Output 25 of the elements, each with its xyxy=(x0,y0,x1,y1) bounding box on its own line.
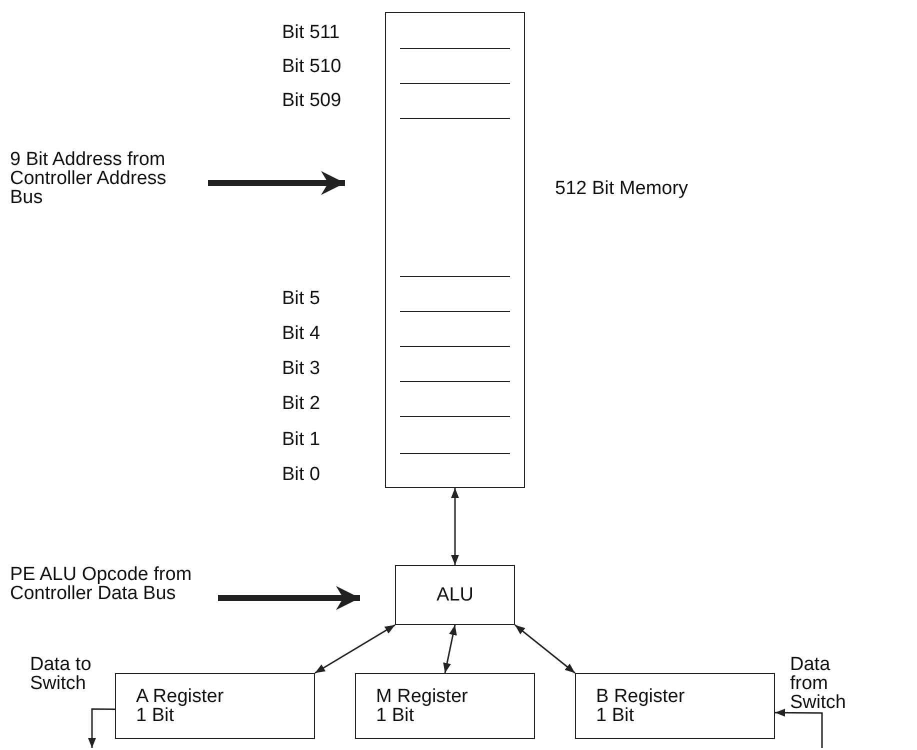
memory-block xyxy=(385,12,525,488)
alu-box: ALU xyxy=(395,565,515,625)
arrow xyxy=(443,624,457,674)
bit-label: Bit 0 xyxy=(282,464,320,486)
signal-label: 9 Bit Address from Controller Address Bus xyxy=(10,150,200,207)
bit-label: Bit 1 xyxy=(282,429,320,451)
bit-label: Bit 3 xyxy=(282,358,320,380)
arrow xyxy=(514,624,576,674)
arrow xyxy=(314,624,396,674)
arrow xyxy=(208,171,345,195)
bit-label: Bit 5 xyxy=(282,288,320,310)
register-box: M Register 1 Bit xyxy=(355,673,535,739)
bit-label: Bit 510 xyxy=(282,56,342,78)
arrow xyxy=(775,708,823,748)
bit-label: Bit 2 xyxy=(282,393,320,415)
arrow xyxy=(88,708,116,748)
register-box: A Register 1 Bit xyxy=(115,673,315,739)
bit-label: Bit 509 xyxy=(282,90,342,112)
arrow xyxy=(451,488,459,565)
memory-label: 512 Bit Memory xyxy=(555,178,688,200)
signal-label: PE ALU Opcode from Controller Data Bus xyxy=(10,565,210,603)
arrow xyxy=(218,586,360,610)
bit-label: Bit 4 xyxy=(282,323,320,345)
bit-label: Bit 511 xyxy=(282,22,340,44)
register-box: B Register 1 Bit xyxy=(575,673,775,739)
